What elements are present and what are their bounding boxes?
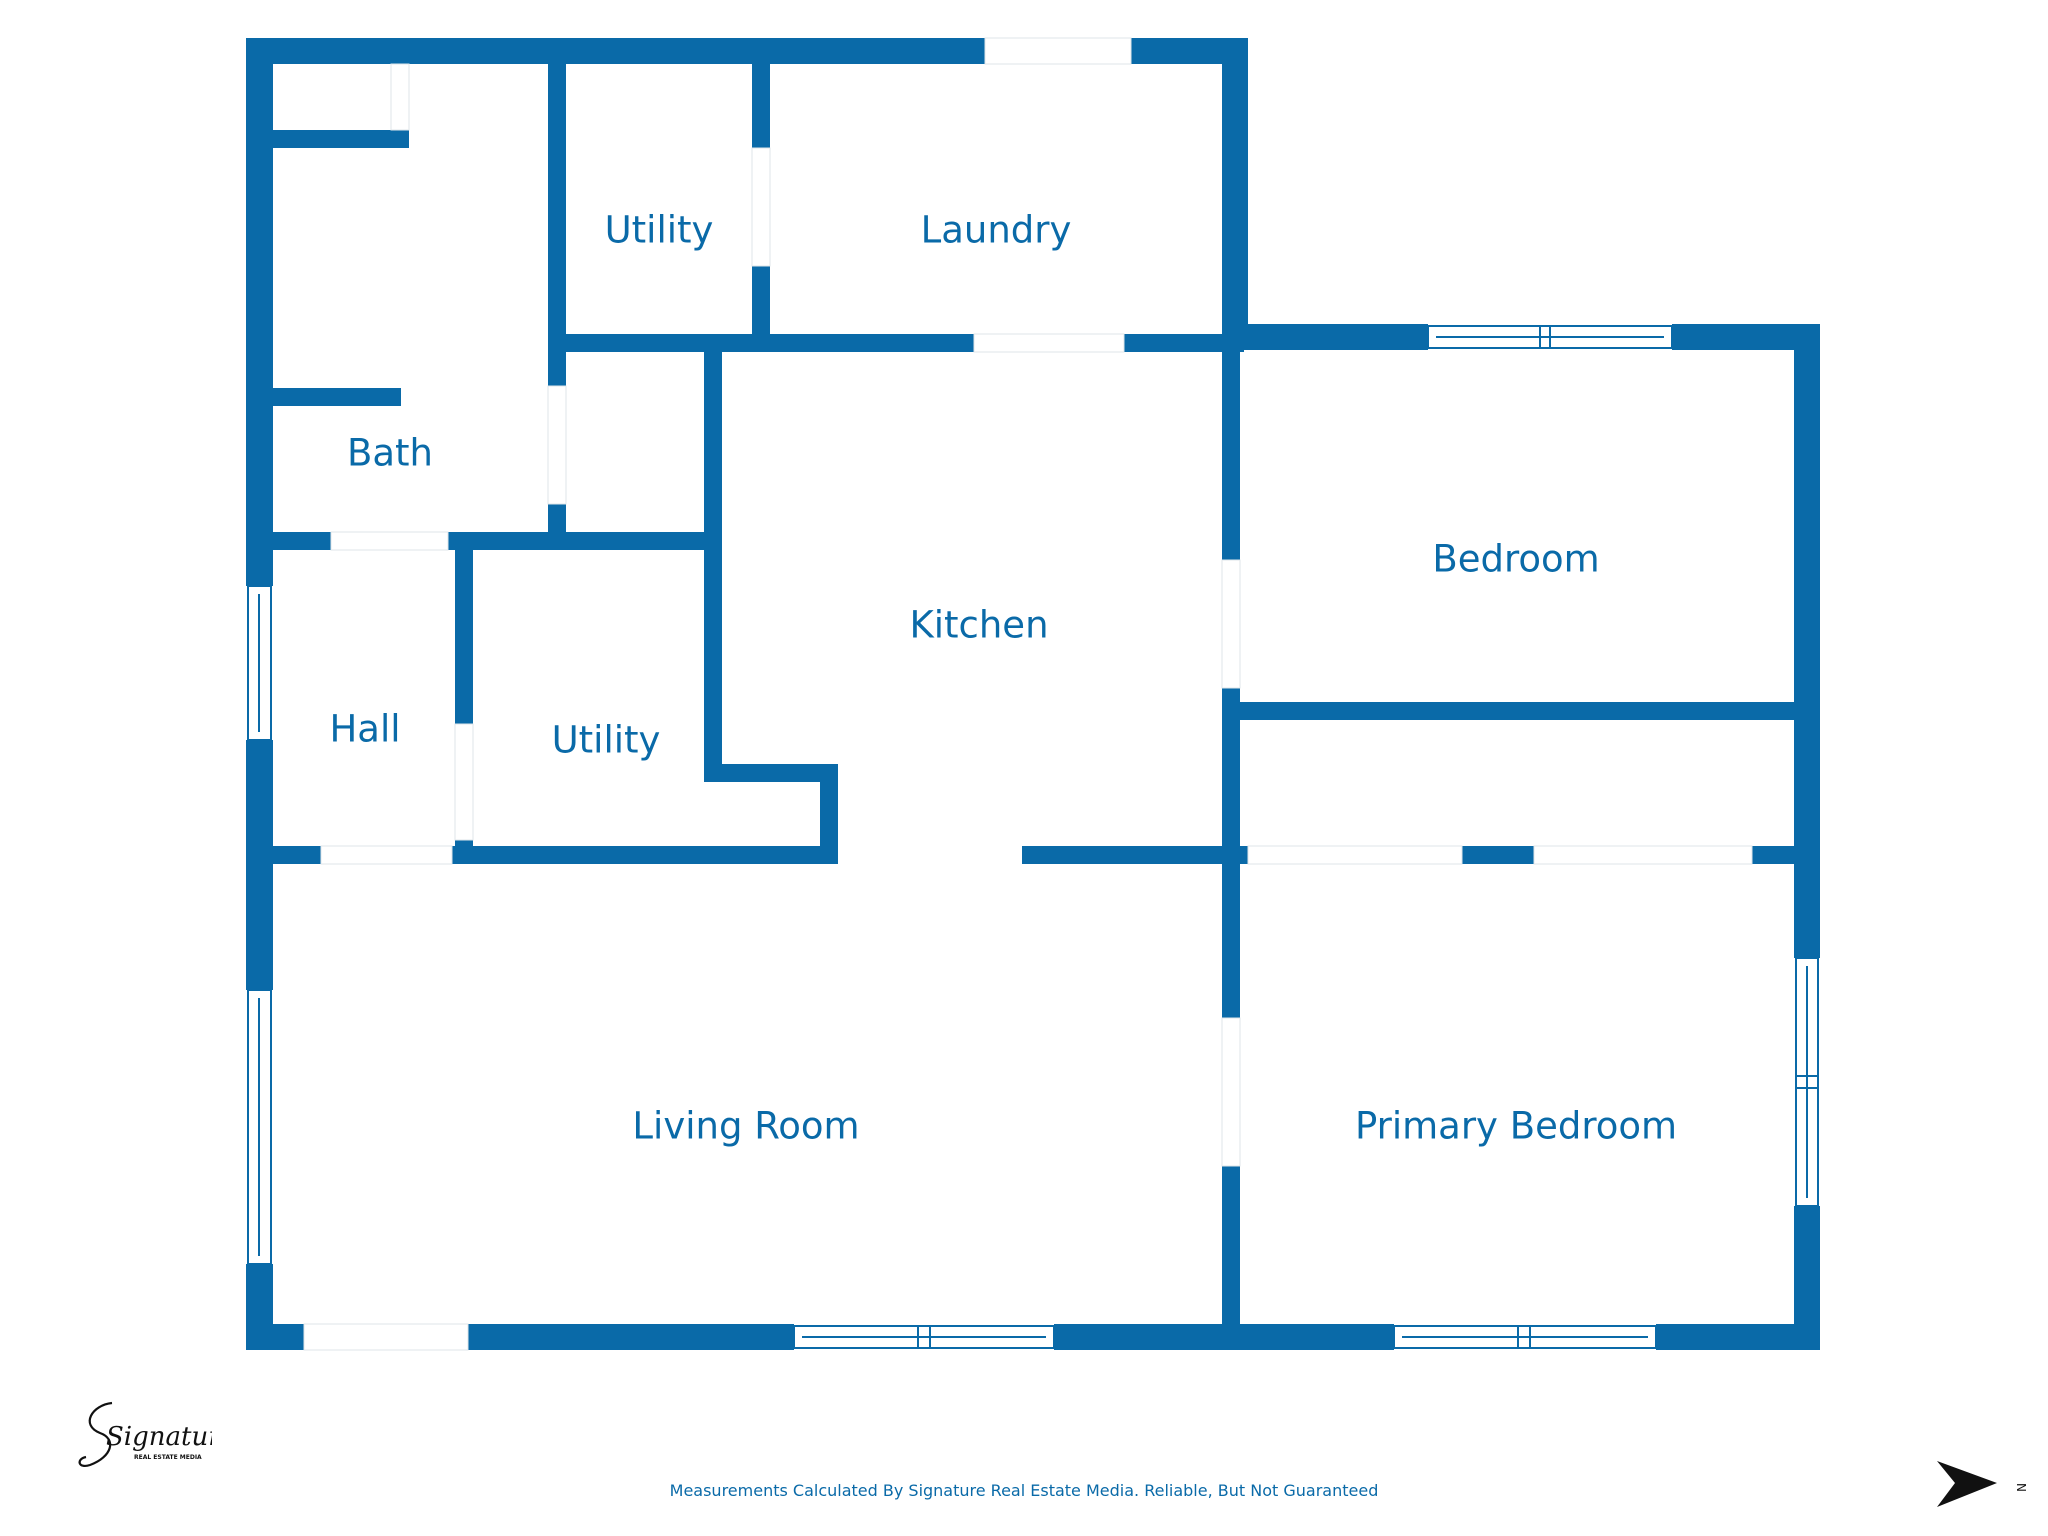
logo-subtitle: REAL ESTATE MEDIA — [134, 1454, 202, 1461]
outer-wall-bottom-b — [468, 1324, 794, 1350]
outer-wall-left — [246, 38, 273, 586]
wall-bath-utility-vert-b — [548, 504, 566, 540]
wall-closet-bottom-a — [1232, 846, 1248, 864]
door-hall-living — [320, 845, 453, 865]
wall-closet-bottom-b — [1462, 846, 1534, 864]
wall-bath-bottom-b — [448, 532, 718, 550]
logo-wordmark: Signature — [106, 1422, 212, 1452]
wall-bath-shelf — [273, 388, 401, 406]
wall-living-kitchen — [1022, 846, 1250, 864]
door-front — [303, 1323, 469, 1351]
outer-wall-laundry-right — [1222, 38, 1248, 350]
door-closet — [390, 63, 410, 131]
wall-hall-bottom — [273, 846, 321, 864]
wall-laundry-bottom-a — [548, 334, 974, 352]
signature-logo: Signature REAL ESTATE MEDIA — [78, 1401, 212, 1467]
door-hall-bath — [330, 531, 449, 551]
door-bedroom — [1221, 559, 1241, 689]
footer-disclaimer: Measurements Calculated By Signature Rea… — [669, 1481, 1379, 1500]
wall-closet-bottom — [273, 130, 409, 148]
openings — [303, 37, 1753, 1351]
room-label-kitchen: Kitchen — [909, 604, 1048, 647]
wall-bath-bottom-a — [273, 532, 331, 550]
room-label-primary-bedroom: Primary Bedroom — [1355, 1105, 1677, 1148]
wall-bedroom-bottom — [1232, 702, 1802, 720]
room-label-hall: Hall — [329, 708, 400, 751]
wall-laundry-bottom-b — [1124, 334, 1244, 352]
wall-kitchen-notch-top — [704, 764, 838, 782]
wall-utility-laundry-a — [752, 64, 770, 148]
logo-swash — [78, 1401, 113, 1467]
outer-wall-bottom-a — [246, 1324, 304, 1350]
outer-wall-bedroom-top-a — [1222, 324, 1428, 350]
door-bath — [547, 385, 567, 505]
wall-closet-bottom-c — [1752, 846, 1802, 864]
wall-living-primary — [1222, 1166, 1240, 1342]
room-label-laundry: Laundry — [921, 209, 1072, 252]
room-label-bath: Bath — [347, 432, 433, 475]
outer-wall-bottom-d — [1656, 1324, 1820, 1350]
wall-hall-right-a — [455, 550, 473, 724]
wall-kitchen-notch-right — [820, 764, 838, 864]
wall-kitchen-left — [704, 344, 722, 780]
window-living-left — [247, 989, 272, 1265]
room-label-living-room: Living Room — [632, 1105, 859, 1148]
room-label-utility-mid: Utility — [552, 719, 661, 762]
room-label-utility-top: Utility — [605, 209, 714, 252]
outer-wall-top-left — [246, 38, 985, 64]
wall-utility-bottom — [452, 846, 838, 864]
wall-kitchen-right-a — [1222, 344, 1240, 560]
door-closet-b — [1533, 845, 1753, 865]
door-primary — [1221, 1017, 1241, 1167]
wall-utility-laundry-b — [752, 266, 770, 336]
door-utility-laundry — [751, 147, 771, 267]
door-top — [984, 37, 1132, 65]
compass-direction: N — [2014, 1483, 2028, 1492]
north-arrow-shape — [1937, 1461, 1997, 1507]
door-closet-a — [1247, 845, 1463, 865]
room-label-bedroom: Bedroom — [1432, 538, 1599, 581]
window-bedroom-top — [1427, 325, 1673, 349]
window-primary-bottom — [1393, 1325, 1657, 1349]
room-labels: Utility Laundry Bath Bedroom Kitchen Hal… — [329, 209, 1677, 1148]
window-primary-right — [1795, 957, 1819, 1207]
windows — [247, 325, 1819, 1349]
walls — [246, 38, 1820, 1350]
outer-wall-left-lower — [246, 740, 273, 990]
wall-bath-utility-vert-a — [548, 64, 566, 386]
window-living-bottom — [793, 1325, 1055, 1349]
north-arrow-icon: N — [1937, 1461, 2028, 1507]
door-laundry — [973, 333, 1125, 353]
wall-kitchen-right-b — [1222, 688, 1240, 1018]
door-hall-utility — [454, 723, 474, 841]
window-hall-left — [247, 585, 272, 741]
